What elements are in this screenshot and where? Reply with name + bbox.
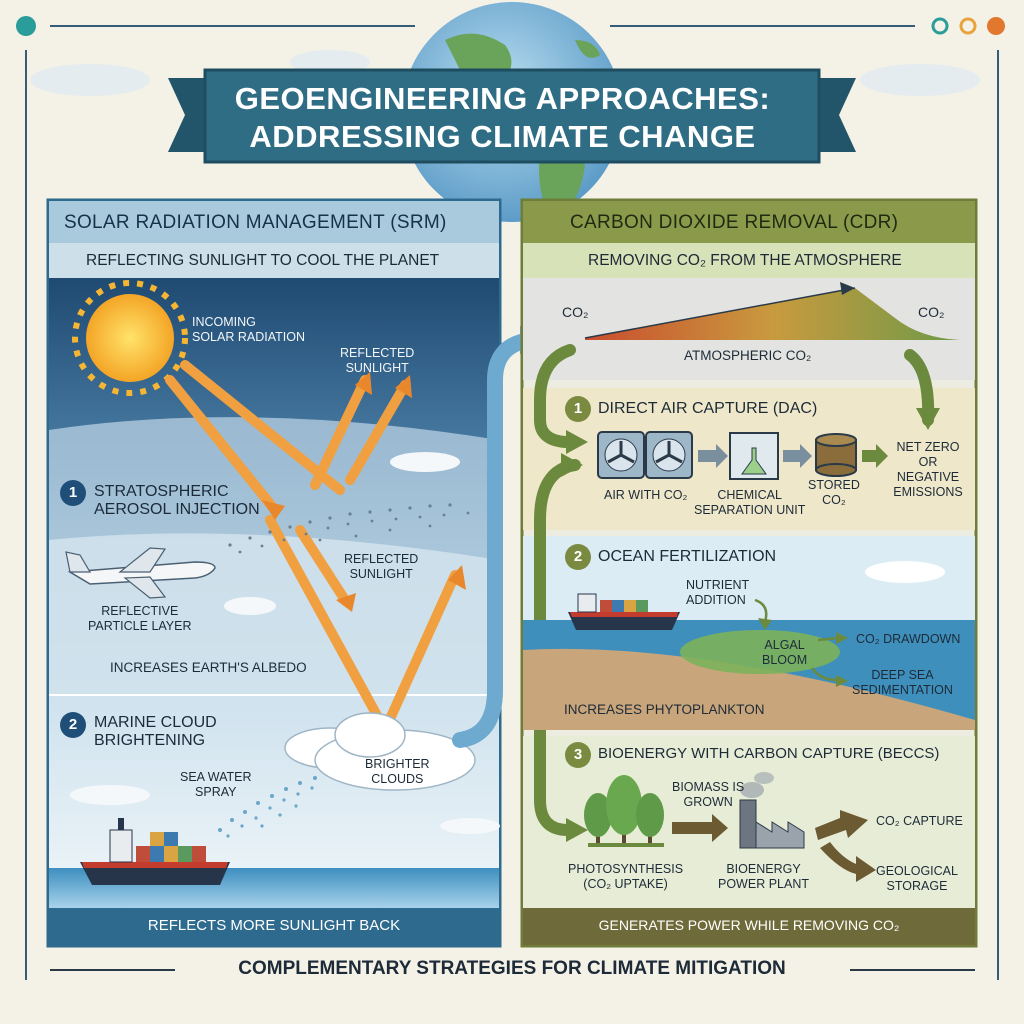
research-ship-icon [568,593,680,630]
page-title: GEOENGINEERING APPROACHES: ADDRESSING CL… [205,80,800,160]
cdr-footer: GENERATES POWER WHILE REMOVING CO₂ [598,917,900,933]
co2-right-label: CO₂ [918,304,945,320]
cdr-item1-badge: 1 [565,396,591,422]
storage-tank-icon [815,433,857,477]
cdr-header: CARBON DIOXIDE REMOVAL (CDR) [570,212,899,233]
srm-subheader: REFLECTING SUNLIGHT TO COOL THE PLANET [86,252,440,269]
power-plant-icon [739,772,805,849]
co2-capture-label: CO₂ CAPTURE [876,814,963,828]
co2-wedge-icon [585,288,960,340]
srm-item1-badge: 1 [60,480,86,506]
albedo-label: INCREASES EARTH'S ALBEDO [110,660,307,675]
srm-item2-badge: 2 [60,712,86,738]
title-line-1: GEOENGINEERING APPROACHES: [234,81,771,116]
airplane-icon [65,547,216,599]
srm-footer: REFLECTS MORE SUNLIGHT BACK [147,917,401,934]
chemical-unit-icon [729,432,779,480]
cdr-subheader: REMOVING CO₂ FROM THE ATMOSPHERE [588,252,902,269]
algal-bloom-icon [680,630,840,674]
bottom-caption: COMPLEMENTARY STRATEGIES FOR CLIMATE MIT… [238,958,786,979]
window-dot-teal-icon [931,17,949,35]
cargo-ship-icon [80,818,230,885]
cdr-item2-badge: 2 [565,544,591,570]
co2-drawdown-label: CO₂ DRAWDOWN [856,632,961,646]
air-with-co2-label: AIR WITH CO₂ [604,488,688,502]
cdr-item3-title: BIOENERGY WITH CARBON CAPTURE (BECCS) [598,745,940,762]
incoming-radiation-arrows-icon [165,360,460,735]
cdr-item1-title: DIRECT AIR CAPTURE (DAC) [598,400,818,417]
srm-header: SOLAR RADIATION MANAGEMENT (SRM) [64,212,447,233]
photosynthesis-label: PHOTOSYNTHESIS(CO₂ UPTAKE) [568,862,684,891]
aerosol-particles-icon [228,503,470,554]
cdr-item3-badge: 3 [565,742,591,768]
phytoplankton-label: INCREASES PHYTOPLANKTON [564,702,765,717]
corner-dot-icon [16,16,36,36]
fan-unit-icon [597,431,693,479]
sea-spray-icon [218,776,317,838]
atmospheric-co2-label: ATMOSPHERIC CO₂ [684,348,812,363]
title-banner-icon [168,68,856,164]
trees-icon [584,775,664,847]
brighter-clouds-icon [284,712,476,791]
cdr-item2-title: OCEAN FERTILIZATION [598,548,777,565]
window-dot-amber-icon [959,17,977,35]
title-line-2: ADDRESSING CLIMATE CHANGE [249,119,756,154]
sun-icon [72,280,188,396]
co2-left-label: CO₂ [562,304,589,320]
window-dot-orange-icon [987,17,1005,35]
